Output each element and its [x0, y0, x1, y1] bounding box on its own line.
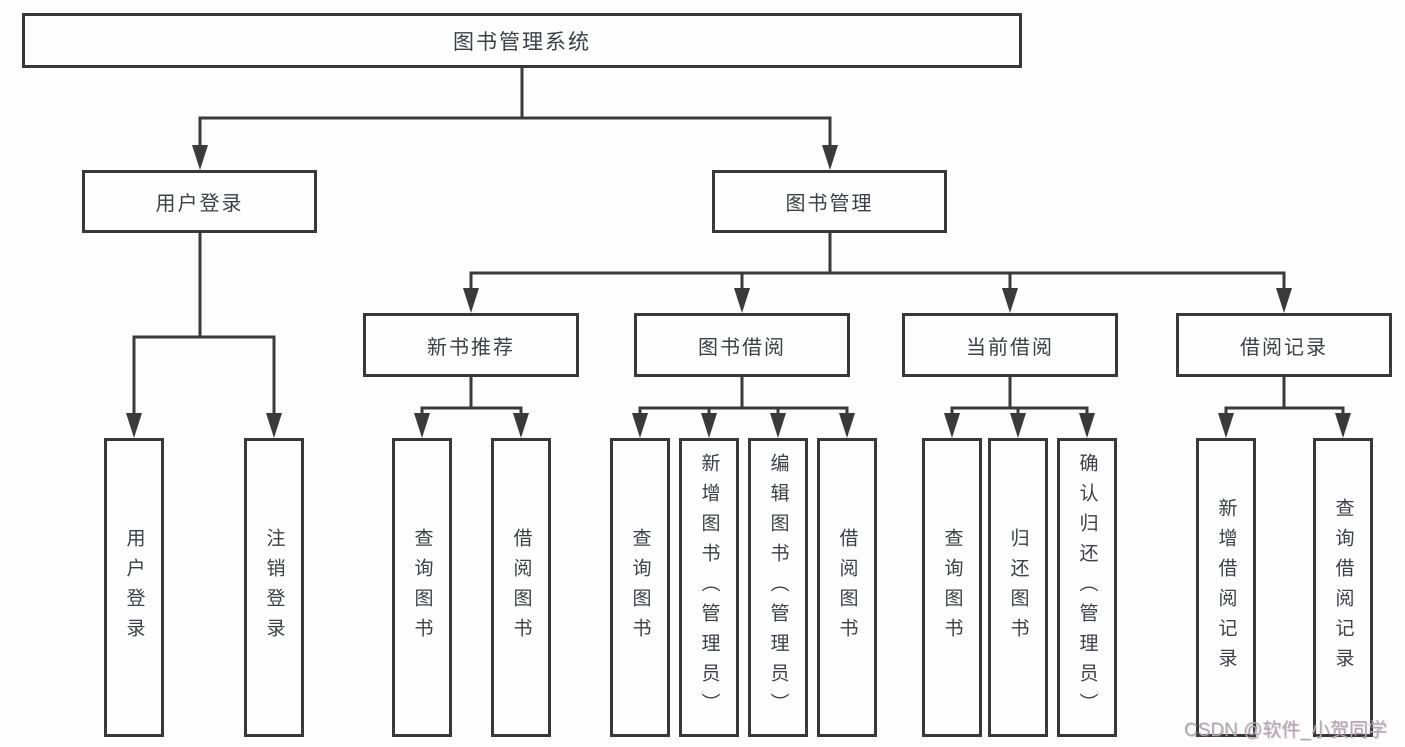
arrowhead	[770, 413, 786, 438]
node-root-label: 图书管理系统	[453, 30, 591, 54]
leaf-query-borrow-record: 查询借阅记录	[1313, 438, 1373, 737]
arrowhead	[1010, 413, 1026, 438]
node-book-borrow: 图书借阅	[634, 313, 850, 377]
leaf-logout-label: 注销登录	[263, 527, 285, 648]
leaf-return-books: 归还图书	[988, 438, 1048, 737]
connector-book-borrow-to-leaves	[632, 377, 855, 438]
leaf-query-books-1: 查询图书	[392, 438, 452, 737]
arrowhead	[1002, 288, 1018, 313]
arrowhead	[1079, 413, 1095, 438]
leaf-query-borrow-record-label: 查询借阅记录	[1332, 497, 1354, 678]
arrowhead	[734, 288, 750, 313]
connector-book-mgmt-to-level3	[463, 233, 1292, 313]
node-user-login-label: 用户登录	[155, 193, 244, 215]
arrowhead	[822, 145, 838, 170]
arrowhead	[1276, 288, 1292, 313]
arrowhead	[414, 413, 430, 438]
csdn-watermark: CSDN @软件_小贺同学	[1184, 720, 1387, 741]
leaf-query-books-3-label: 查询图书	[941, 527, 963, 648]
arrowhead	[266, 413, 282, 438]
connector-new-book-to-leaves	[414, 377, 529, 438]
node-book-management-label: 图书管理	[785, 193, 874, 215]
node-borrow-record-label: 借阅记录	[1240, 336, 1328, 359]
leaf-logout: 注销登录	[244, 438, 304, 737]
leaf-user-login-label: 用户登录	[123, 527, 145, 648]
arrowhead	[192, 145, 208, 170]
connector-root-to-level2	[192, 68, 838, 170]
leaf-edit-books-admin: 编辑图书（管理员）	[748, 438, 808, 737]
leaf-confirm-return-admin-label: 确认归还（管理员）	[1076, 452, 1098, 723]
arrowhead	[126, 413, 142, 438]
leaf-borrow-books-1: 借阅图书	[491, 438, 551, 737]
arrowhead	[1335, 413, 1351, 438]
leaf-borrow-books-2: 借阅图书	[817, 438, 877, 737]
leaf-add-books-admin-label: 新增图书（管理员）	[698, 452, 720, 723]
leaf-confirm-return-admin: 确认归还（管理员）	[1057, 438, 1117, 737]
node-root-system: 图书管理系统	[22, 13, 1022, 68]
leaf-query-books-2: 查询图书	[610, 438, 670, 737]
node-new-book-recommend-label: 新书推荐	[427, 336, 515, 359]
leaf-user-login: 用户登录	[104, 438, 164, 737]
arrowhead	[463, 288, 479, 313]
leaf-add-borrow-record-label: 新增借阅记录	[1215, 497, 1237, 678]
leaf-edit-books-admin-label: 编辑图书（管理员）	[767, 452, 789, 723]
node-current-borrow: 当前借阅	[902, 313, 1118, 377]
arrowhead	[944, 413, 960, 438]
arrowhead	[701, 413, 717, 438]
connector-user-login-to-leaves	[126, 233, 282, 438]
leaf-add-books-admin: 新增图书（管理员）	[679, 438, 739, 737]
leaf-query-books-3: 查询图书	[922, 438, 982, 737]
leaf-borrow-books-2-label: 借阅图书	[836, 527, 858, 648]
node-current-borrow-label: 当前借阅	[966, 336, 1054, 359]
node-borrow-record: 借阅记录	[1176, 313, 1392, 377]
node-book-management: 图书管理	[712, 170, 947, 233]
leaf-add-borrow-record: 新增借阅记录	[1196, 438, 1256, 737]
leaf-query-books-2-label: 查询图书	[629, 527, 651, 648]
leaf-return-books-label: 归还图书	[1007, 527, 1029, 648]
leaf-borrow-books-1-label: 借阅图书	[510, 527, 532, 648]
arrowhead	[1218, 413, 1234, 438]
arrowhead	[839, 413, 855, 438]
arrowhead	[632, 413, 648, 438]
connector-borrow-record-to-leaves	[1218, 377, 1351, 438]
node-new-book-recommend: 新书推荐	[363, 313, 579, 377]
node-book-borrow-label: 图书借阅	[698, 336, 786, 359]
connector-current-borrow-to-leaves	[944, 377, 1095, 438]
leaf-query-books-1-label: 查询图书	[411, 527, 433, 648]
node-user-login: 用户登录	[82, 170, 317, 233]
arrowhead	[513, 413, 529, 438]
